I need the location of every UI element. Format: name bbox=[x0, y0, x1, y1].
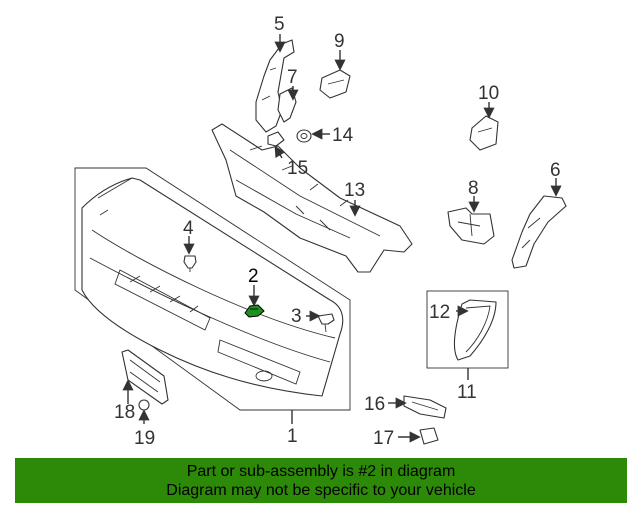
callout-4: 4 bbox=[183, 218, 194, 239]
parts-diagram: 1 2 3 4 5 6 7 8 9 10 11 12 13 14 15 16 1… bbox=[74, 14, 567, 449]
callout-18: 18 bbox=[114, 402, 135, 423]
part-4-fastener bbox=[183, 255, 197, 272]
bumper-cover-group bbox=[74, 167, 351, 411]
part-8-bracket bbox=[447, 207, 495, 245]
part-16-trim bbox=[403, 395, 447, 419]
part-14-nut bbox=[296, 129, 312, 143]
callout-8: 8 bbox=[468, 178, 479, 199]
callout-5: 5 bbox=[274, 14, 285, 35]
part-3-clip bbox=[317, 313, 335, 333]
part-13-upper-panel bbox=[211, 123, 413, 273]
part-5-bracket bbox=[255, 39, 295, 133]
callout-14: 14 bbox=[332, 125, 354, 146]
part-10-bracket bbox=[469, 115, 499, 151]
part-15-nut bbox=[267, 131, 285, 147]
banner-line-2: Diagram may not be specific to your vehi… bbox=[166, 481, 476, 499]
callout-3: 3 bbox=[291, 306, 302, 327]
part-19-screw bbox=[138, 399, 150, 411]
callout-9: 9 bbox=[334, 31, 345, 52]
part-6-bracket bbox=[511, 195, 567, 269]
callout-11: 11 bbox=[457, 382, 477, 403]
callout-16: 16 bbox=[364, 394, 385, 415]
callout-13: 13 bbox=[344, 180, 365, 201]
callout-1: 1 bbox=[287, 426, 298, 447]
banner-line-1: Part or sub-assembly is #2 in diagram bbox=[186, 462, 456, 480]
info-banner: Part or sub-assembly is #2 in diagram Di… bbox=[15, 458, 627, 503]
callout-19: 19 bbox=[134, 428, 155, 449]
callout-12: 12 bbox=[429, 302, 450, 323]
part-9-bracket bbox=[319, 69, 351, 99]
callout-labels: 1 2 3 4 5 6 7 8 9 10 11 12 13 14 15 16 1… bbox=[114, 14, 561, 449]
callout-7: 7 bbox=[287, 67, 298, 88]
callout-15: 15 bbox=[287, 158, 308, 179]
callout-6: 6 bbox=[550, 160, 561, 181]
part-17-clip bbox=[419, 427, 439, 445]
leader-lines bbox=[122, 34, 562, 443]
callout-17: 17 bbox=[373, 428, 394, 449]
callout-2[interactable]: 2 bbox=[248, 266, 259, 287]
callout-10: 10 bbox=[478, 83, 499, 104]
part-18-license-bracket bbox=[121, 349, 169, 405]
